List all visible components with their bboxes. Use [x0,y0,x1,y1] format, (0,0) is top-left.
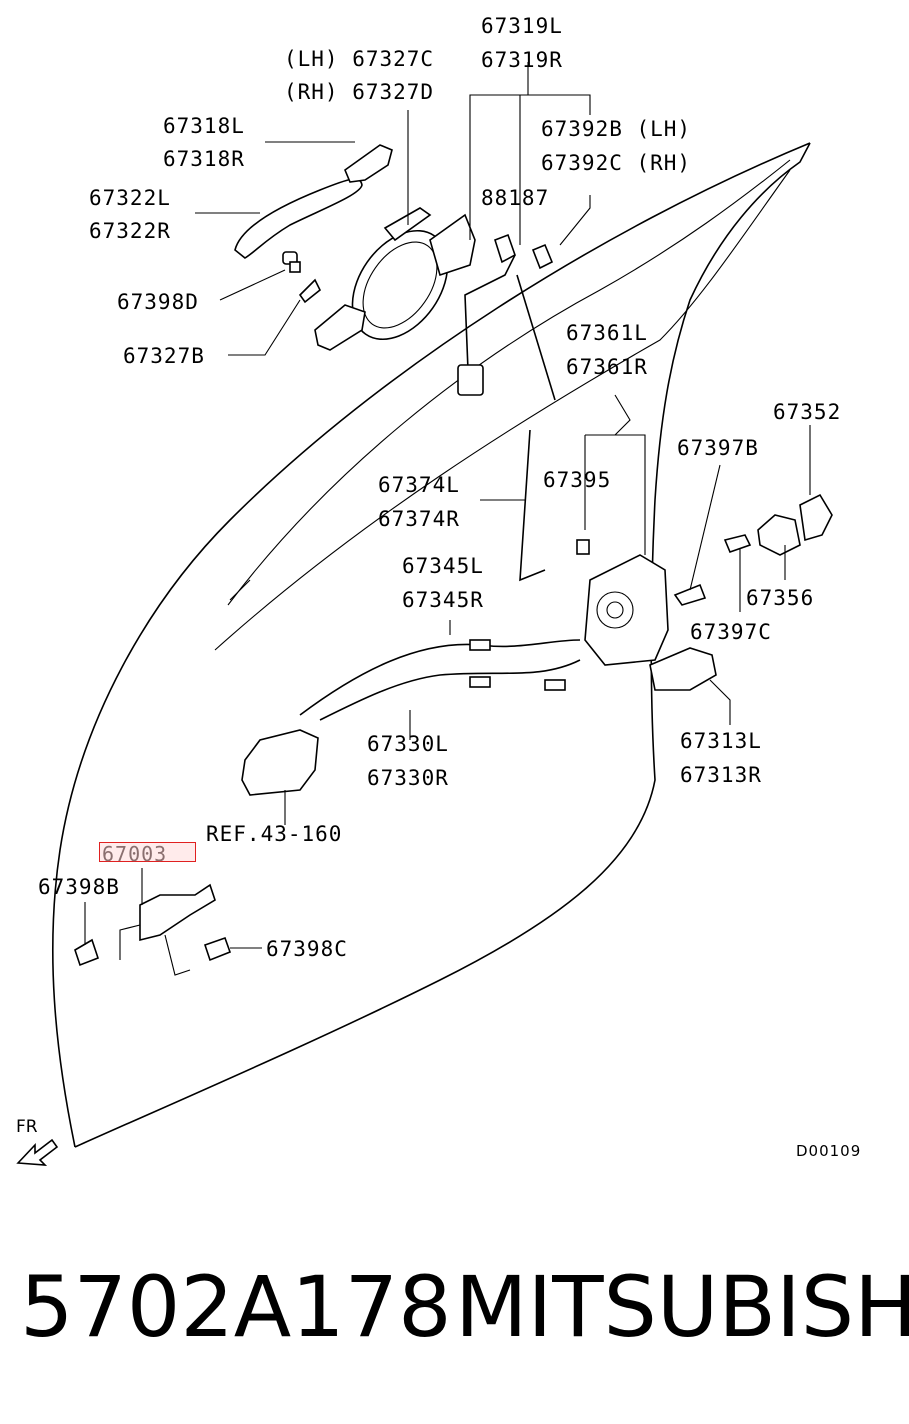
inside-handle [241,729,319,796]
label-67319L: 67319L [481,14,563,38]
direction-label: FR [16,1117,38,1137]
handle-bezel [314,207,476,351]
label-67398B: 67398B [38,875,120,899]
door-latch [576,539,669,666]
label-67327B: 67327B [123,344,205,368]
label-67398C: 67398C [266,937,348,961]
label-67398D: 67398D [117,290,199,314]
cables [299,639,581,721]
outside-handle [234,144,393,259]
label-67330L: 67330L [367,732,449,756]
exploded-parts-diagram [16,62,833,1166]
label-67313R: 67313R [680,763,762,787]
leader-lines [84,62,811,976]
label-67322R: 67322R [89,219,171,243]
label-88187: 88187 [481,186,550,210]
label-67345L: 67345L [402,554,484,578]
label-67356: 67356 [746,586,815,610]
label-67374L: 67374L [378,473,460,497]
latch-cover [649,647,717,691]
label-67395: 67395 [543,468,612,492]
label-67322L: 67322L [89,186,171,210]
highlighted-part-box[interactable]: 67003 [99,842,196,866]
door-check [74,883,232,967]
label-67330R: 67330R [367,766,449,790]
label-67319R: 67319R [481,48,563,72]
brand-name: MITSUBISHI [455,1258,909,1356]
label-67345R: 67345R [402,588,484,612]
striker [673,493,833,606]
label-ref-43-160: REF.43-160 [206,822,343,846]
label-67327C: (LH) 67327C [284,47,435,71]
label-67397C: 67397C [690,620,772,644]
label-67374R: 67374R [378,507,460,531]
label-67318L: 67318L [163,114,245,138]
label-67313L: 67313L [680,729,762,753]
upper-fasteners [282,233,554,304]
rods [457,254,556,582]
label-67327D: (RH) 67327D [284,80,435,104]
door-outline [51,142,811,1148]
part-number: 5702A178 [20,1258,452,1356]
highlighted-part-label: 67003 [102,842,168,866]
label-67361R: 67361R [566,355,648,379]
label-67397B: 67397B [677,436,759,460]
label-67318R: 67318R [163,147,245,171]
label-67392C: 67392C (RH) [541,151,692,175]
label-67352: 67352 [773,400,842,424]
label-67361L: 67361L [566,321,648,345]
diagram-code: D00109 [796,1142,862,1160]
label-67392B: 67392B (LH) [541,117,692,141]
fr-arrow-icon [16,1138,59,1166]
